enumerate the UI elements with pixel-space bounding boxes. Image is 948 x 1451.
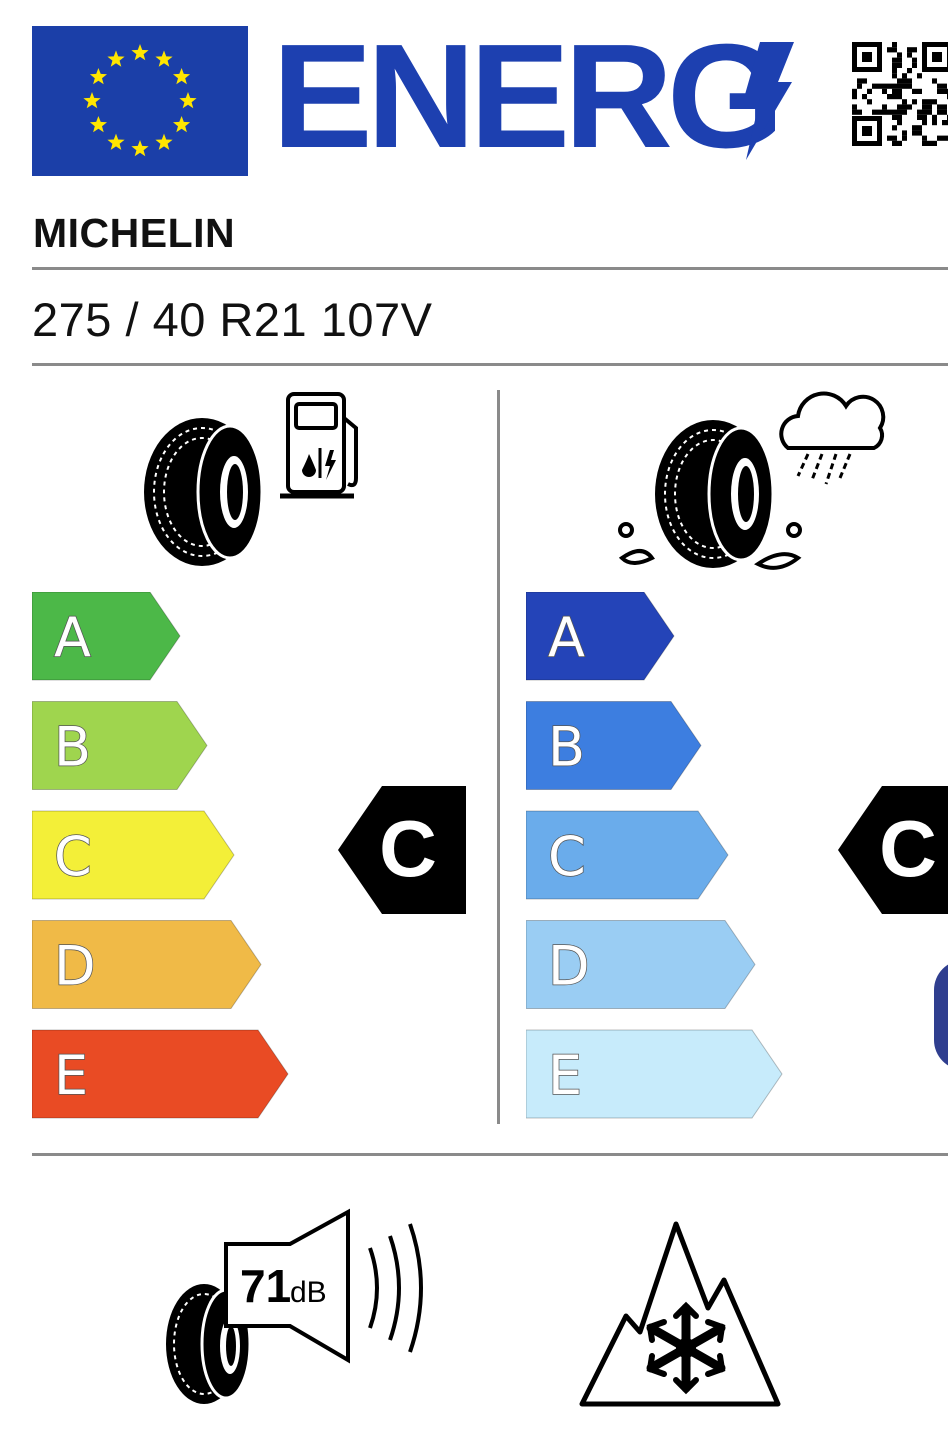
qr-code-icon[interactable] [852,42,948,146]
wet-grip-class-a-label: A [548,606,585,669]
floating-action-button[interactable] [934,960,948,1070]
divider [32,1153,948,1156]
wet-grip-class-b-label: B [548,716,585,779]
fuel-efficiency-rating-marker: C [338,786,466,914]
eu-star-icon [131,140,149,157]
eu-star-icon [107,133,125,150]
fuel-efficiency-rating: C [379,804,437,893]
fuel-efficiency-class-d-bar [32,920,262,1009]
tyre-size: 275 / 40 R21 107V [32,293,433,346]
fuel-efficiency-icon [144,392,358,566]
fuel-efficiency-class-b-label: B [54,716,91,779]
tyre-icon [144,418,264,566]
noise-unit: dB [290,1276,327,1309]
fuel-efficiency-class-a-label: A [54,606,91,669]
wet-grip-class-c-label: C [548,825,586,888]
noise-value: 71 [240,1260,291,1312]
sound-waves-icon [368,1223,423,1353]
wet-grip-class-c-bar [526,810,729,900]
noise-icon: 71 dB [166,1208,423,1404]
eu-star-icon [89,68,107,85]
fuel-efficiency-class-c-bar [32,810,235,900]
eu-star-icon [89,116,107,133]
eu-star-icon [173,68,191,85]
wet-grip-class-d-bar [526,920,756,1009]
wet-grip-rating: C [879,804,937,893]
eu-star-icon [155,50,173,67]
wet-grip-class-d-label: D [548,935,590,998]
eu-flag-icon [32,26,248,176]
wet-grip-icon [618,391,886,570]
wet-grip-class-a-bar [526,592,675,681]
speaker-icon: 71 dB [224,1208,350,1364]
brand-name: MICHELIN [33,210,236,256]
wet-grip-class-e-bar [526,1029,783,1119]
divider [32,267,948,270]
water-splash-icon [618,522,802,570]
eu-star-icon [179,92,197,109]
fuel-efficiency-class-a-bar [32,592,181,681]
energy-title: ENERG [272,14,784,179]
divider [32,363,948,366]
eu-star-icon [155,133,173,150]
lightning-bolt-icon [744,42,794,160]
eu-star-icon [107,50,125,67]
eu-star-icon [173,116,191,133]
wet-grip-class-b-bar [526,701,702,790]
wet-grip-class-e-label: E [548,1044,582,1107]
rain-cloud-icon [779,391,886,485]
fuel-efficiency-class-e-bar [32,1029,289,1119]
fuel-efficiency-class-d-label: D [54,935,96,998]
fuel-efficiency-class-b-bar [32,701,208,790]
eu-star-icon [83,92,101,109]
fuel-efficiency-class-e-label: E [54,1044,88,1107]
fuel-efficiency-class-c-label: C [54,825,92,888]
tyre-icon [655,420,775,568]
column-divider [497,390,500,1124]
fuel-pump-icon [280,392,358,499]
three-peak-mountain-snowflake-icon [579,1221,781,1407]
wet-grip-rating-marker: C [838,786,948,914]
eu-star-icon [131,44,149,61]
